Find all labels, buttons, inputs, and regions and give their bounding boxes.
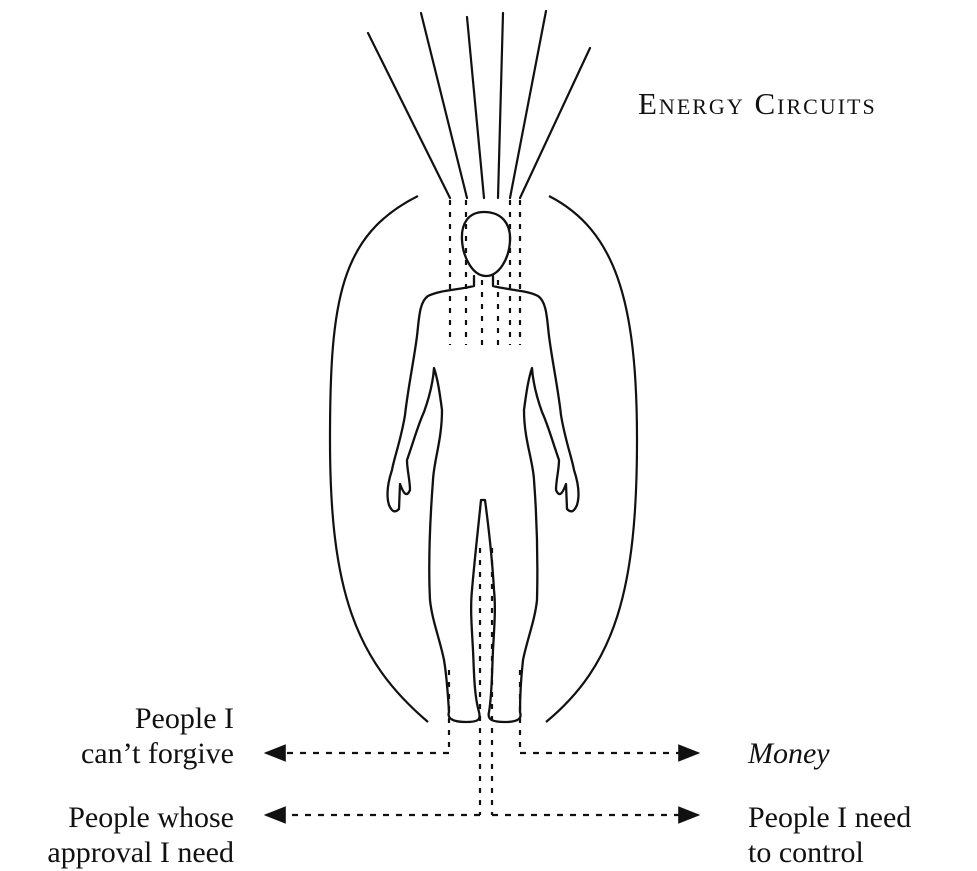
circuit-arrows bbox=[266, 753, 698, 815]
label-people-control: People I need to control bbox=[748, 800, 911, 870]
label-money: Money bbox=[748, 736, 830, 771]
label-line: can’t forgive bbox=[20, 736, 234, 771]
head-outline bbox=[462, 212, 510, 276]
energy-ray bbox=[510, 11, 546, 198]
energy-ray bbox=[520, 48, 590, 198]
aura-arc-left bbox=[330, 196, 428, 722]
diagram-title: Energy Circuits bbox=[638, 86, 877, 122]
energy-rays bbox=[368, 11, 590, 198]
energy-ray bbox=[467, 17, 484, 198]
energy-ray bbox=[498, 13, 503, 198]
energy-ray bbox=[421, 13, 467, 198]
label-line: People I need bbox=[748, 800, 911, 835]
energy-ray bbox=[368, 33, 450, 198]
label-line: to control bbox=[748, 835, 911, 870]
label-line: People whose bbox=[20, 800, 234, 835]
label-people-approval: People whose approval I need bbox=[20, 800, 234, 870]
label-line: approval I need bbox=[20, 835, 234, 870]
human-figure bbox=[388, 212, 579, 722]
label-people-cant-forgive: People I can’t forgive bbox=[20, 701, 234, 771]
label-line: People I bbox=[20, 701, 234, 736]
